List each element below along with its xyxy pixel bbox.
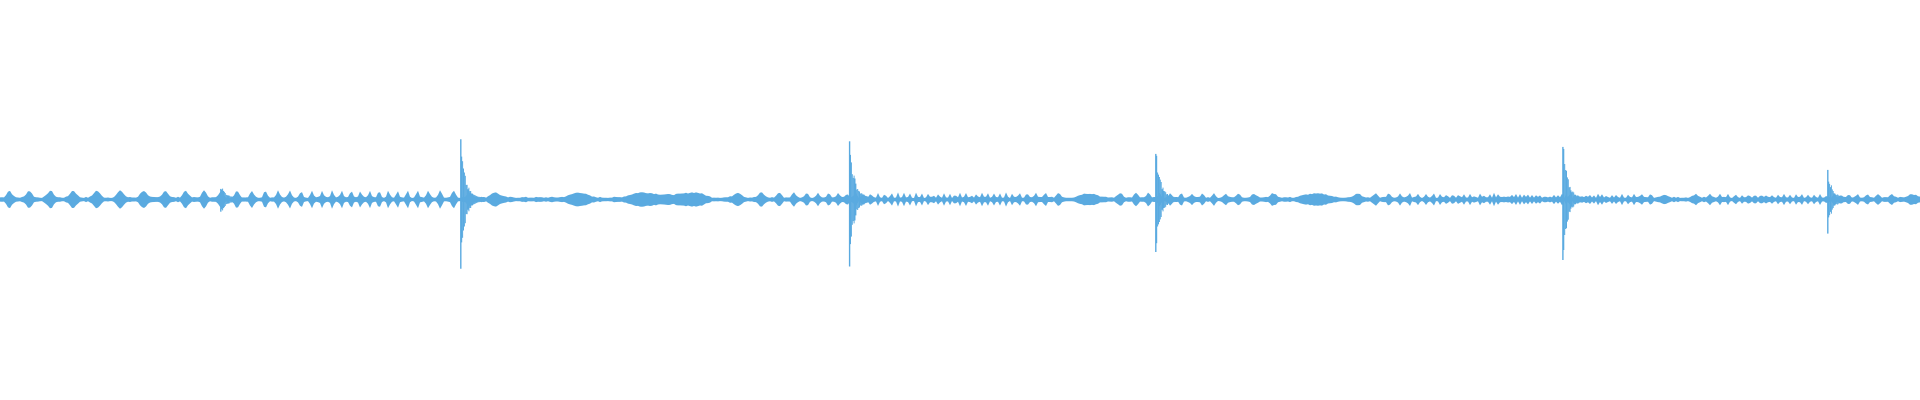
waveform-body	[0, 190, 1920, 209]
waveform-transient	[1827, 169, 1853, 234]
waveform-transients	[220, 139, 1853, 269]
waveform-transient	[1155, 153, 1181, 252]
waveform-envelope	[0, 190, 1920, 209]
waveform-transient	[848, 141, 875, 267]
waveform-transient	[460, 139, 486, 269]
waveform-transient	[220, 188, 246, 212]
waveform-transient	[1562, 146, 1588, 260]
